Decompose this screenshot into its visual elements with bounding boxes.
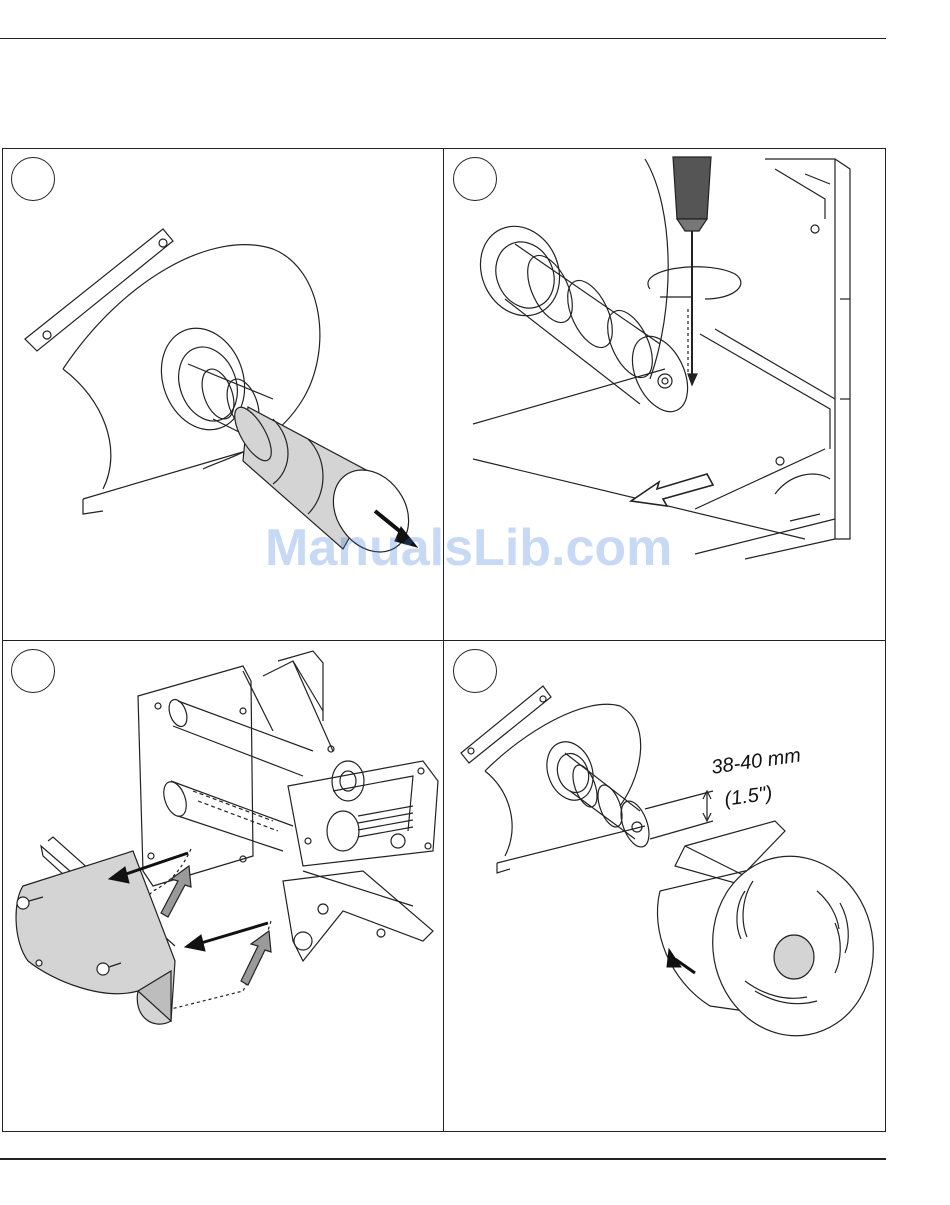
panel-step-4: 38-40 mm (1.5") <box>445 641 886 1132</box>
load-label-roll-illustration <box>445 641 886 1132</box>
panel-step-3 <box>3 641 444 1132</box>
footer-rule <box>0 1158 886 1160</box>
disassemble-mechanism-illustration <box>3 641 444 1132</box>
watermark: ManualsLib.com <box>265 518 672 578</box>
header-rule <box>0 38 886 39</box>
